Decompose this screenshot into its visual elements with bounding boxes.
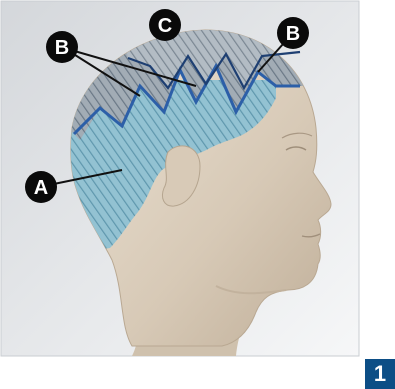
callout-c: C (149, 9, 181, 41)
callout-b-left-label: B (55, 37, 69, 59)
callout-b-right: B (277, 17, 309, 49)
callout-a: A (25, 171, 57, 203)
figure-number-badge: 1 (365, 359, 395, 389)
callout-b-right-label: B (286, 23, 300, 45)
callout-a-label: A (34, 177, 48, 199)
callout-c-label: C (158, 15, 172, 37)
callout-b-left: B (46, 31, 78, 63)
